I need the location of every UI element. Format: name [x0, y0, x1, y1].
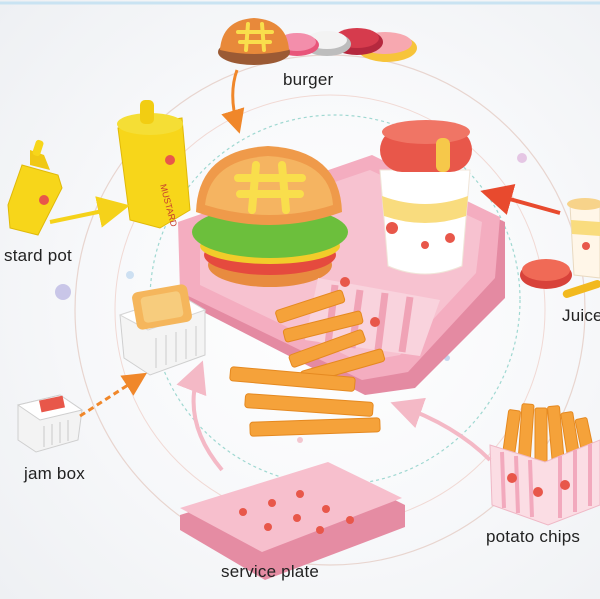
arrow-burger: [221, 69, 245, 134]
decor-dot-lightblue: [126, 271, 134, 279]
decor-dot-rose: [297, 437, 303, 443]
burger-on-tray: [192, 146, 348, 287]
label-juice: Juice: [562, 306, 600, 325]
arrow-juice: [480, 184, 561, 215]
label-potato-chips: potato chips: [486, 527, 581, 546]
arrow-potato-chips: [390, 397, 492, 462]
label-service-plate: service plate: [221, 562, 320, 581]
mustard-bottle-large: MUSTARD: [117, 100, 191, 229]
label-jam-box: jam box: [24, 464, 85, 483]
label-mustard-pot: stard pot: [4, 246, 72, 265]
arrow-jam-box: [79, 372, 148, 418]
cup-on-tray: [379, 120, 472, 275]
juice-cup: [520, 198, 600, 298]
arrow-mustard: [49, 196, 130, 228]
jam-box-large: [118, 284, 207, 376]
loose-fries: [229, 366, 381, 437]
burger-parts: [218, 18, 417, 65]
decor-dot-pink: [517, 153, 527, 163]
jam-box-small: [16, 394, 84, 453]
arrow-service-plate: [176, 360, 224, 472]
potato-chips-box: [489, 403, 600, 526]
label-burger: burger: [283, 70, 334, 89]
decor-dot-purple: [55, 284, 71, 300]
fries-on-tray: [275, 277, 440, 385]
mustard-bottle-small: [7, 139, 63, 236]
service-plate-item: [180, 462, 405, 580]
